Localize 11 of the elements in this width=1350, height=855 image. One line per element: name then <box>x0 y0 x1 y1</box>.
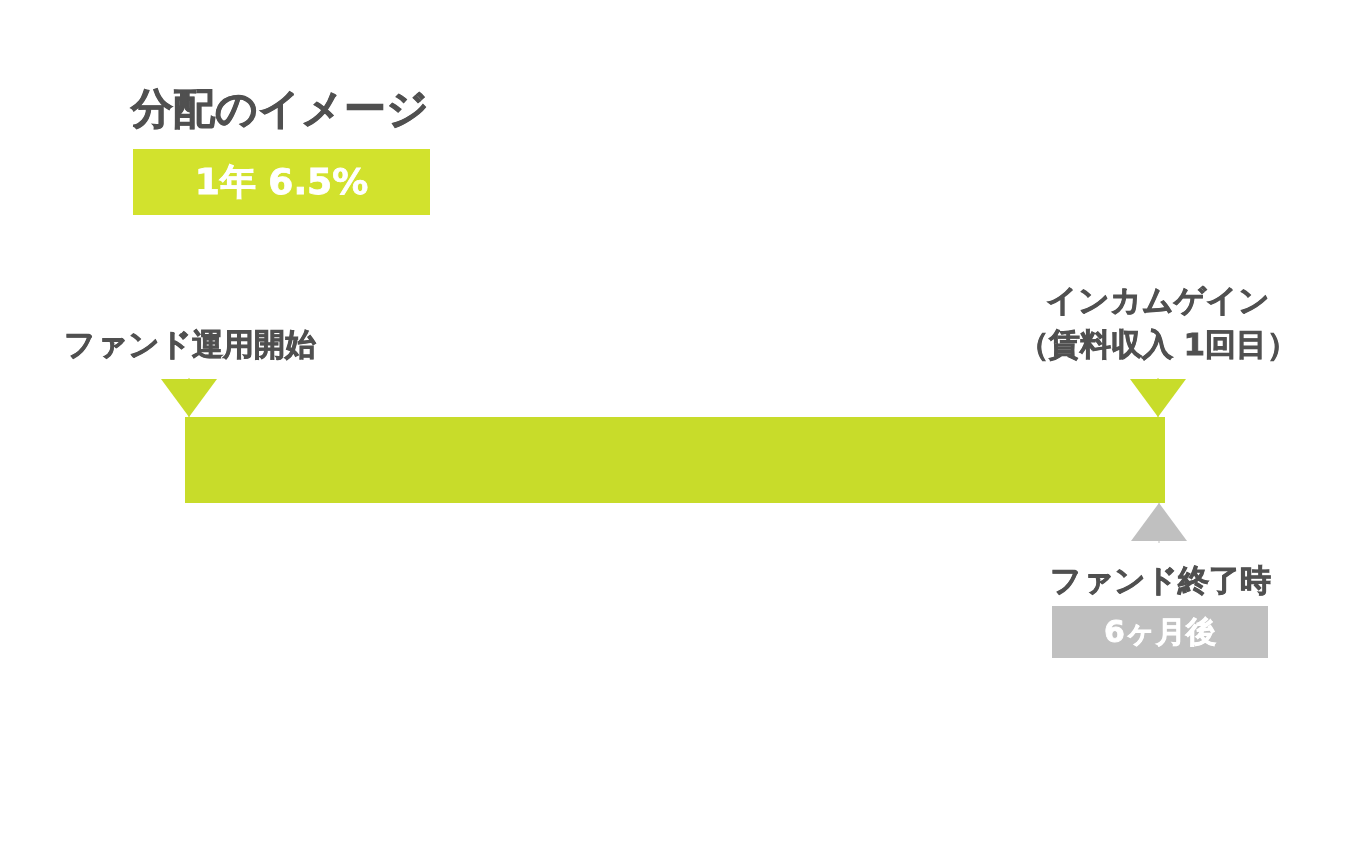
milestone-label: ファンド終了時 <box>1049 561 1271 599</box>
duration-box: 6ヶ月後 <box>1052 606 1268 658</box>
milestone-label: ファンド運用開始 <box>64 325 316 363</box>
milestone-note: （賃料収入 1回目） <box>1017 325 1299 364</box>
pointer-arrow <box>161 377 217 418</box>
pointer-arrow <box>1130 377 1186 418</box>
milestone-label: インカムゲイン <box>1046 281 1270 320</box>
title: 分配のイメージ <box>131 84 429 134</box>
timeline-bar <box>185 417 1165 503</box>
rate-box: 1年 6.5% <box>133 149 430 215</box>
pointer-arrow <box>1131 502 1187 544</box>
